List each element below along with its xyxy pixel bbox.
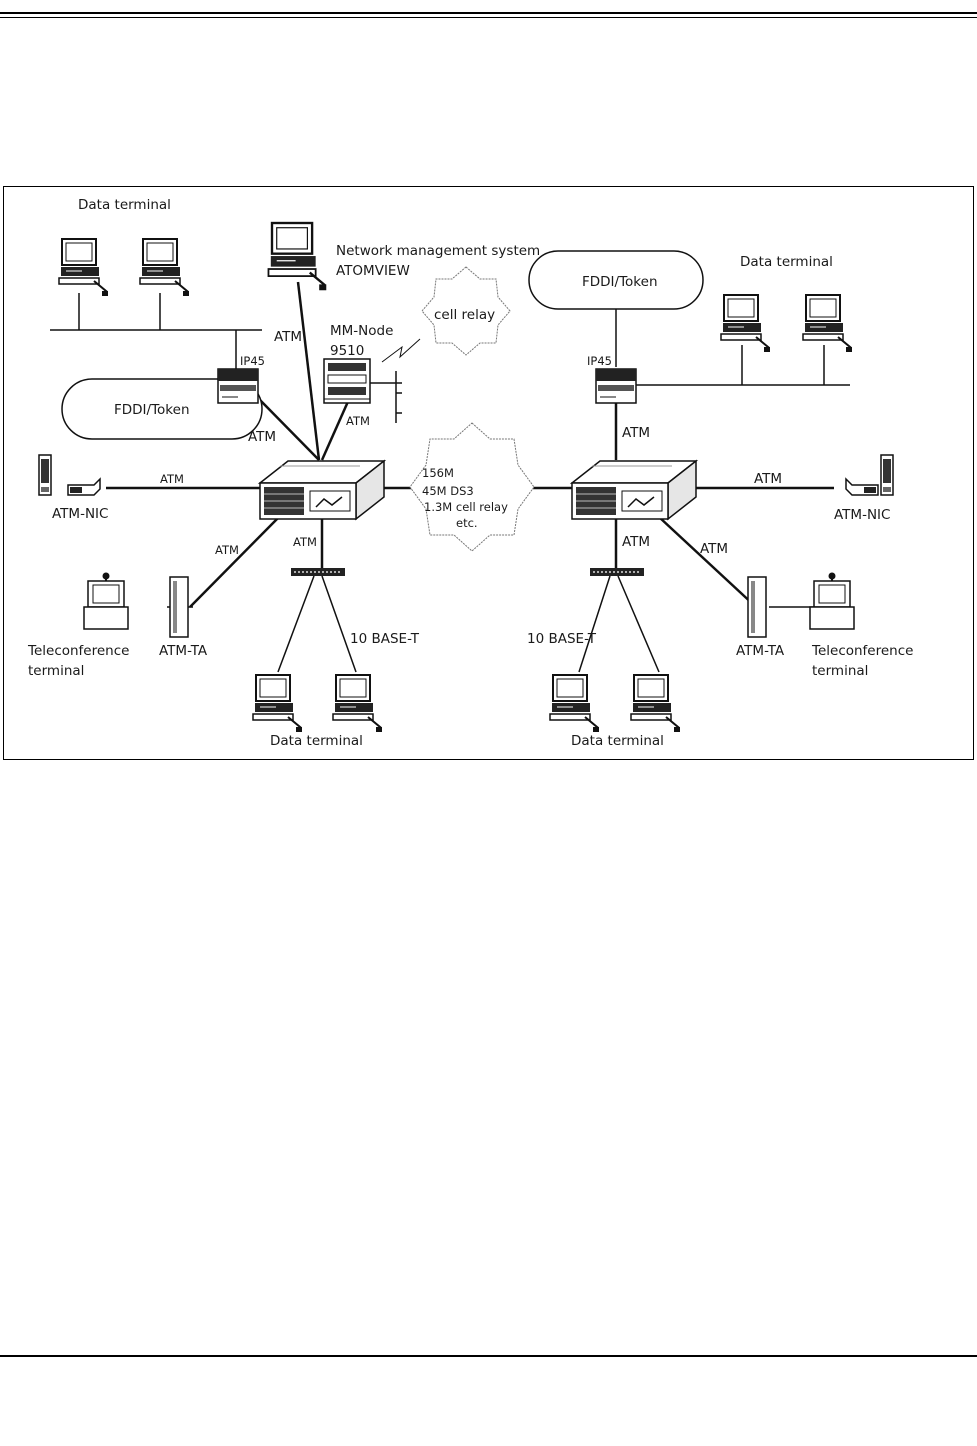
header-rule-thin	[0, 17, 977, 18]
label-atm-ta-right-link: ATM	[700, 541, 728, 557]
label-atm-ip45-right: ATM	[622, 425, 650, 441]
label-atm-nic-left: ATM-NIC	[52, 506, 108, 522]
label-trunk-line2: 45M DS3	[422, 484, 474, 498]
fddi-ring-left	[61, 378, 263, 440]
data-terminal-pc-tl-1	[58, 238, 109, 297]
data-terminal-pc-br-1	[549, 674, 600, 733]
label-mmnode-line1: MM-Node	[330, 323, 393, 339]
wan-trunk-cloud	[409, 422, 535, 552]
label-atm-ip45-left: ATM	[248, 429, 276, 445]
label-nms-line1: Network management system	[336, 243, 540, 259]
label-atm-hub-left: ATM	[293, 535, 317, 549]
ethernet-hub-right	[589, 567, 645, 577]
label-telecon-right-line2: terminal	[812, 663, 868, 679]
label-fddi-right: FDDI/Token	[582, 274, 658, 290]
atm-nic-right-card	[845, 478, 879, 496]
teleconference-terminal-right	[809, 571, 855, 630]
ip45-router-right	[595, 368, 637, 404]
fddi-ring-right	[528, 250, 704, 310]
label-atm-mmnode-link: ATM	[346, 414, 370, 428]
label-nms-line2: ATOMVIEW	[336, 263, 410, 279]
data-terminal-pc-tr-2	[802, 294, 853, 353]
data-terminal-pc-bl-2	[332, 674, 383, 733]
label-atm-nms-link: ATM	[274, 329, 302, 345]
atm-nic-right-pc	[880, 454, 894, 496]
label-data-terminal-tr: Data terminal	[740, 254, 833, 270]
nms-workstation	[267, 221, 328, 292]
ethernet-hub-left	[290, 567, 346, 577]
atm-nic-left-pc	[38, 454, 52, 496]
links	[50, 281, 850, 673]
atm-ta-right	[747, 576, 767, 638]
atm-nic-left-card	[67, 478, 101, 496]
label-atm-ta-left: ATM-TA	[159, 643, 208, 659]
label-atm-ta-right: ATM-TA	[736, 643, 785, 659]
label-cell-relay-cloud: cell relay	[434, 307, 495, 323]
label-data-terminal-tl: Data terminal	[78, 197, 171, 213]
label-trunk-line1: 156M	[422, 466, 454, 480]
label-atm-ta-left-link: ATM	[215, 543, 239, 557]
label-atm-nic-right: ATM-NIC	[834, 507, 890, 523]
data-terminal-pc-bl-1	[252, 674, 303, 733]
text-labels: Data terminal Network management system …	[27, 197, 913, 749]
network-diagram: Data terminal Network management system …	[3, 186, 974, 760]
label-ip45-left: IP45	[240, 354, 265, 368]
atm-ta-left	[169, 576, 189, 638]
footer-rule	[0, 1355, 977, 1357]
data-terminal-pc-tl-2	[139, 238, 190, 297]
cell-relay-cloud	[421, 266, 511, 356]
data-terminal-pc-tr-1	[720, 294, 771, 353]
label-data-terminal-bl: Data terminal	[270, 733, 363, 749]
header-rule-thick	[0, 12, 977, 14]
label-10base-t-right: 10 BASE-T	[527, 631, 597, 647]
data-terminal-pc-br-2	[630, 674, 681, 733]
mm-node-9510	[323, 358, 371, 404]
label-telecon-right-line1: Teleconference	[811, 643, 913, 659]
label-atm-hub-right: ATM	[622, 534, 650, 550]
label-telecon-left-line2: terminal	[28, 663, 84, 679]
label-10base-t-left: 10 BASE-T	[350, 631, 420, 647]
label-atm-nic-right-link: ATM	[754, 471, 782, 487]
atm-switch-right	[571, 460, 697, 520]
teleconference-terminal-left	[83, 571, 129, 630]
label-fddi-left: FDDI/Token	[114, 402, 190, 418]
label-trunk-line4: etc.	[456, 516, 478, 530]
label-telecon-left-line1: Teleconference	[27, 643, 129, 659]
atm-switch-left	[259, 460, 385, 520]
ip45-router-left	[217, 368, 259, 404]
label-data-terminal-br: Data terminal	[571, 733, 664, 749]
label-trunk-line3: 1.3M cell relay	[424, 500, 508, 514]
label-ip45-right: IP45	[587, 354, 612, 368]
label-atm-nic-left-link: ATM	[160, 472, 184, 486]
label-mmnode-line2: 9510	[330, 343, 364, 359]
